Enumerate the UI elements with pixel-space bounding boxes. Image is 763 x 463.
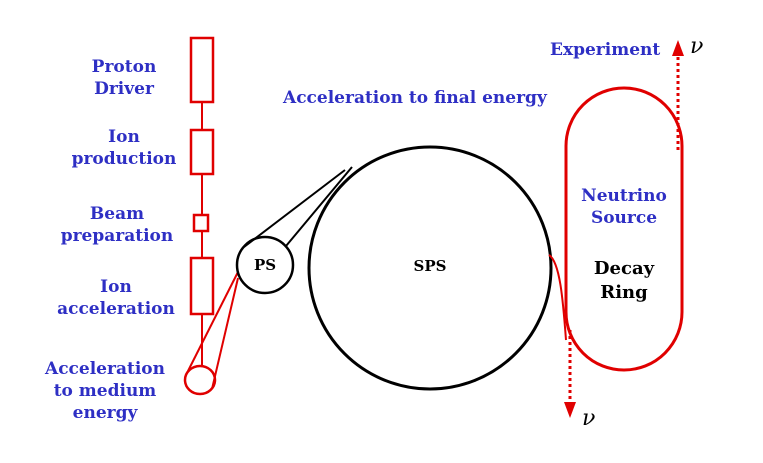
- decay-ring: [564, 86, 684, 372]
- ps-to-sps-line-a: [243, 169, 346, 248]
- proton-driver-box: [189, 36, 215, 104]
- ps-label: PS: [253, 256, 277, 274]
- proton-driver-label: Proton Driver: [74, 56, 174, 100]
- neutrino-arrow-bottom: [564, 402, 576, 418]
- beam-preparation-line-1: Beam: [89, 204, 145, 224]
- proton-driver-line-2: Driver: [94, 79, 154, 99]
- sps-label: SPS: [413, 257, 447, 275]
- acceleration-final-label: Acceleration to final energy: [283, 88, 547, 108]
- acceleration-medium-line-3: energy: [72, 403, 138, 423]
- acceleration-medium-line-2: to medium: [53, 381, 157, 401]
- ion-production-box: [189, 128, 215, 176]
- ps-ring: [235, 235, 295, 295]
- acceleration-medium-line-1: Acceleration: [45, 359, 165, 379]
- neutrino-source-label: Neutrino Source: [574, 185, 674, 229]
- transfer-line-to-ps-b: [211, 277, 239, 390]
- sps-ring: [307, 145, 553, 391]
- ion-production-label: Ion production: [64, 126, 184, 170]
- ion-production-line-2: production: [71, 149, 177, 169]
- neutrino-source-line-1: Neutrino: [581, 186, 667, 206]
- beam-preparation-label: Beam preparation: [52, 203, 182, 247]
- neutrino-symbol-top: ν: [690, 34, 704, 59]
- neutrino-arrow-top: [672, 40, 684, 56]
- sps-to-decay-transfer: [548, 254, 567, 341]
- ion-production-line-1: Ion: [108, 127, 140, 147]
- beam-preparation-box: [192, 213, 210, 233]
- decay-ring-label: Decay Ring: [574, 257, 674, 305]
- acceleration-medium-label: Acceleration to medium energy: [40, 358, 170, 424]
- experiment-label: Experiment: [550, 40, 661, 60]
- ion-acceleration-label: Ion acceleration: [50, 276, 182, 320]
- ps-to-sps-line-b: [285, 166, 353, 247]
- ion-acceleration-line-2: acceleration: [57, 299, 175, 319]
- decay-ring-line-2: Ring: [600, 282, 648, 303]
- neutrino-symbol-bottom: ν: [582, 406, 596, 431]
- proton-driver-line-1: Proton: [91, 57, 157, 77]
- decay-ring-line-1: Decay: [593, 258, 655, 279]
- ion-acceleration-box: [189, 256, 215, 316]
- beam-preparation-line-2: preparation: [60, 226, 174, 246]
- transfer-line-to-ps-a: [187, 267, 241, 372]
- neutrino-source-line-2: Source: [590, 208, 658, 228]
- ion-acceleration-line-1: Ion: [100, 277, 132, 297]
